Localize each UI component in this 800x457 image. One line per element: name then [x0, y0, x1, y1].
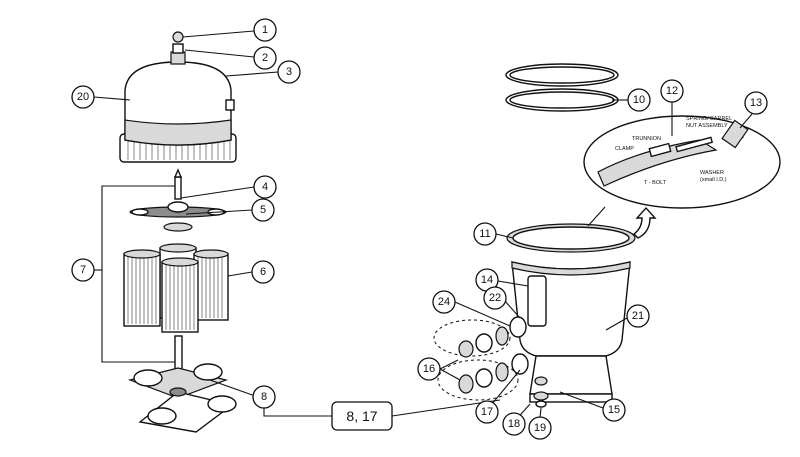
- callout-17-label: 17: [481, 406, 493, 418]
- callout-14-label: 14: [481, 274, 493, 286]
- callout-18: 18: [502, 412, 526, 436]
- callout-2: 2: [253, 46, 277, 70]
- callout-15-label: 15: [608, 404, 620, 416]
- callout-8: 8: [252, 385, 276, 409]
- callout-12-label: 12: [666, 85, 678, 97]
- callout-18-label: 18: [508, 418, 520, 430]
- port-fittings: [433, 316, 529, 401]
- nut-assembly-label: NUT ASSEMBLY: [686, 123, 728, 129]
- callout-17: 17: [475, 400, 499, 424]
- callout-22: 22: [483, 286, 507, 310]
- callout-21: 21: [626, 304, 650, 328]
- callout-19: 19: [528, 416, 552, 440]
- drain-plug: [533, 391, 549, 408]
- callout-22-label: 22: [489, 292, 501, 304]
- callout-4: 4: [253, 175, 277, 199]
- top-manifold: [129, 168, 227, 232]
- callout-6: 6: [251, 260, 275, 284]
- callout-6-label: 6: [260, 266, 266, 278]
- callout-1: 1: [253, 18, 277, 42]
- clamp-detail-view: CLAMP TRUNNION SPRING/ BARREL NUT ASSEMB…: [583, 115, 781, 209]
- callout-4-label: 4: [262, 181, 268, 193]
- callout-5: 5: [251, 198, 275, 222]
- bottom-manifold: [127, 335, 237, 433]
- callout-10-label: 10: [633, 94, 645, 106]
- callout-1-label: 1: [262, 24, 268, 36]
- callout-19-label: 19: [534, 422, 546, 434]
- callout-10: 10: [627, 88, 651, 112]
- washer-label: WASHER: [700, 170, 724, 176]
- callout-12: 12: [660, 79, 684, 103]
- callout-11: 11: [473, 222, 497, 246]
- spring-label: SPRING/ BARREL: [686, 116, 732, 122]
- clamp-label: CLAMP: [615, 146, 634, 152]
- callout-5-label: 5: [260, 204, 266, 216]
- callout-20-label: 20: [77, 91, 89, 103]
- tank-body: [506, 223, 636, 403]
- callout-20: 20: [71, 85, 95, 109]
- combined-callout-box: 8, 17: [331, 401, 393, 431]
- tank-o-ring: [505, 63, 619, 112]
- callout-24: 24: [432, 290, 456, 314]
- callout-13: 13: [744, 91, 768, 115]
- combined-callout-label: 8, 17: [346, 408, 377, 424]
- callout-16: 16: [417, 357, 441, 381]
- callout-8-label: 8: [261, 391, 267, 403]
- callout-7: 7: [71, 258, 95, 282]
- callout-15: 15: [602, 398, 626, 422]
- t-bolt-label: T - BOLT: [644, 180, 667, 186]
- callout-7-label: 7: [80, 264, 86, 276]
- element-assembly-bracket: [101, 185, 178, 363]
- detail-arrow: [632, 206, 657, 239]
- callout-2-label: 2: [262, 52, 268, 64]
- callout-21-label: 21: [632, 310, 644, 322]
- callout-11-label: 11: [479, 228, 490, 240]
- tank-lid: [119, 31, 237, 163]
- callout-13-label: 13: [750, 97, 762, 109]
- trunnion-label: TRUNNION: [632, 136, 661, 142]
- callout-16-label: 16: [423, 363, 435, 375]
- callout-24-label: 24: [438, 296, 450, 308]
- callout-3-label: 3: [286, 66, 292, 78]
- callout-3: 3: [277, 60, 301, 84]
- spring-part: [721, 119, 749, 149]
- filter-cartridges: [123, 243, 229, 333]
- washer-size-label: (small I.D.): [700, 177, 727, 183]
